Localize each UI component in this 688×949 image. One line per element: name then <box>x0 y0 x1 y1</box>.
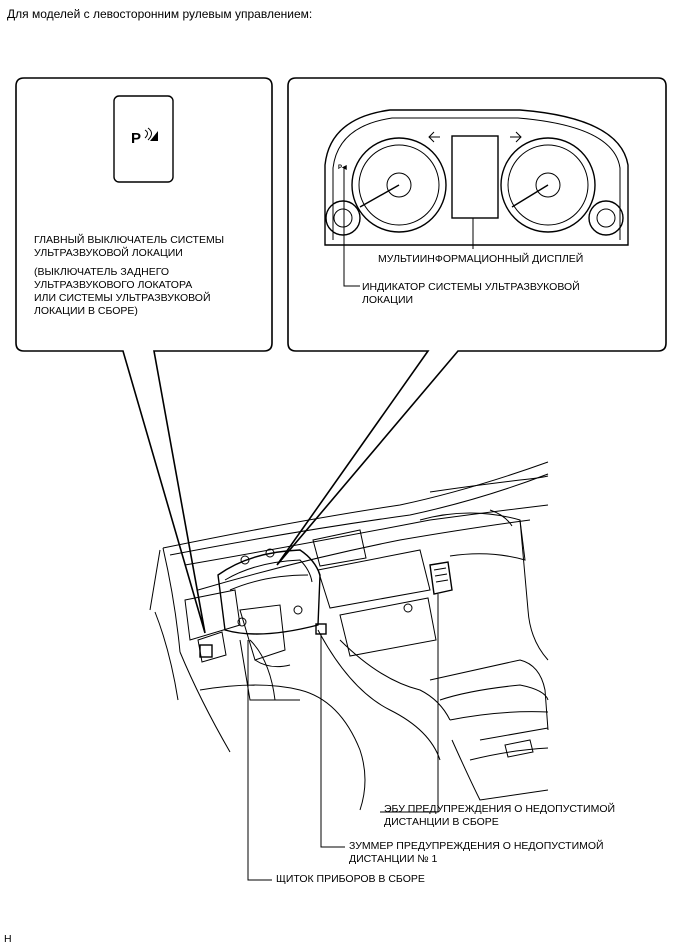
turn-right-arrow-icon <box>510 131 522 143</box>
leader-lines <box>247 594 439 881</box>
parking-sensor-icon: P <box>131 127 158 147</box>
switch-sub-label-line3: ИЛИ СИСТЕМЫ УЛЬТРАЗВУКОВОЙ <box>34 292 211 304</box>
cluster-closeup: P◀ <box>324 109 629 246</box>
buzzer-label-line1: ЗУММЕР ПРЕДУПРЕЖДЕНИЯ О НЕДОПУСТИМОЙ <box>349 840 604 852</box>
figure-code: H <box>4 933 12 945</box>
page-title: Для моделей с левосторонним рулевым упра… <box>7 7 313 21</box>
instrument-cluster <box>217 549 321 635</box>
tachometer-dial <box>500 137 596 233</box>
indicator-label-line1: ИНДИКАТОР СИСТЕМЫ УЛЬТРАЗВУКОВОЙ <box>362 281 580 293</box>
main-switch-label-line1: ГЛАВНЫЙ ВЫКЛЮЧАТЕЛЬ СИСТЕМЫ <box>34 234 225 246</box>
dashboard-illustration <box>149 461 549 811</box>
indicator-label-line2: ЛОКАЦИИ <box>362 294 414 306</box>
switch-block <box>199 644 213 658</box>
parking-switch-letter: P <box>131 130 141 147</box>
display-label: МУЛЬТИИНФОРМАЦИОННЫЙ ДИСПЛЕЙ <box>378 253 584 265</box>
cluster-label: ЩИТОК ПРИБОРОВ В СБОРЕ <box>276 873 425 885</box>
parking-sensor-switch: P <box>113 95 174 183</box>
switch-sub-label-line2: УЛЬТРАЗВУКОВОГО ЛОКАТОРА <box>34 279 193 291</box>
main-switch-label-line2: УЛЬТРАЗВУКОВОЙ ЛОКАЦИИ <box>34 247 183 259</box>
sonar-indicator-icon: P◀ <box>338 164 347 171</box>
buzzer-label-line2: ДИСТАНЦИИ № 1 <box>349 853 438 865</box>
switch-sub-label-line1: (ВЫКЛЮЧАТЕЛЬ ЗАДНЕГО <box>34 266 170 278</box>
left-callout: P <box>15 77 273 634</box>
switch-sub-label-line4: ЛОКАЦИИ В СБОРЕ) <box>34 305 138 317</box>
right-callout: P◀ <box>276 77 667 566</box>
turn-left-arrow-icon <box>428 131 440 143</box>
speedometer-dial <box>351 137 447 233</box>
ecu-label-line2: ДИСТАНЦИИ В СБОРЕ <box>384 816 499 828</box>
left-small-gauge <box>325 200 361 236</box>
multi-information-display <box>451 135 499 219</box>
right-small-gauge <box>588 200 624 236</box>
ecu-label-line1: ЭБУ ПРЕДУПРЕЖДЕНИЯ О НЕДОПУСТИМОЙ <box>384 803 616 815</box>
ecu-part <box>429 561 453 595</box>
